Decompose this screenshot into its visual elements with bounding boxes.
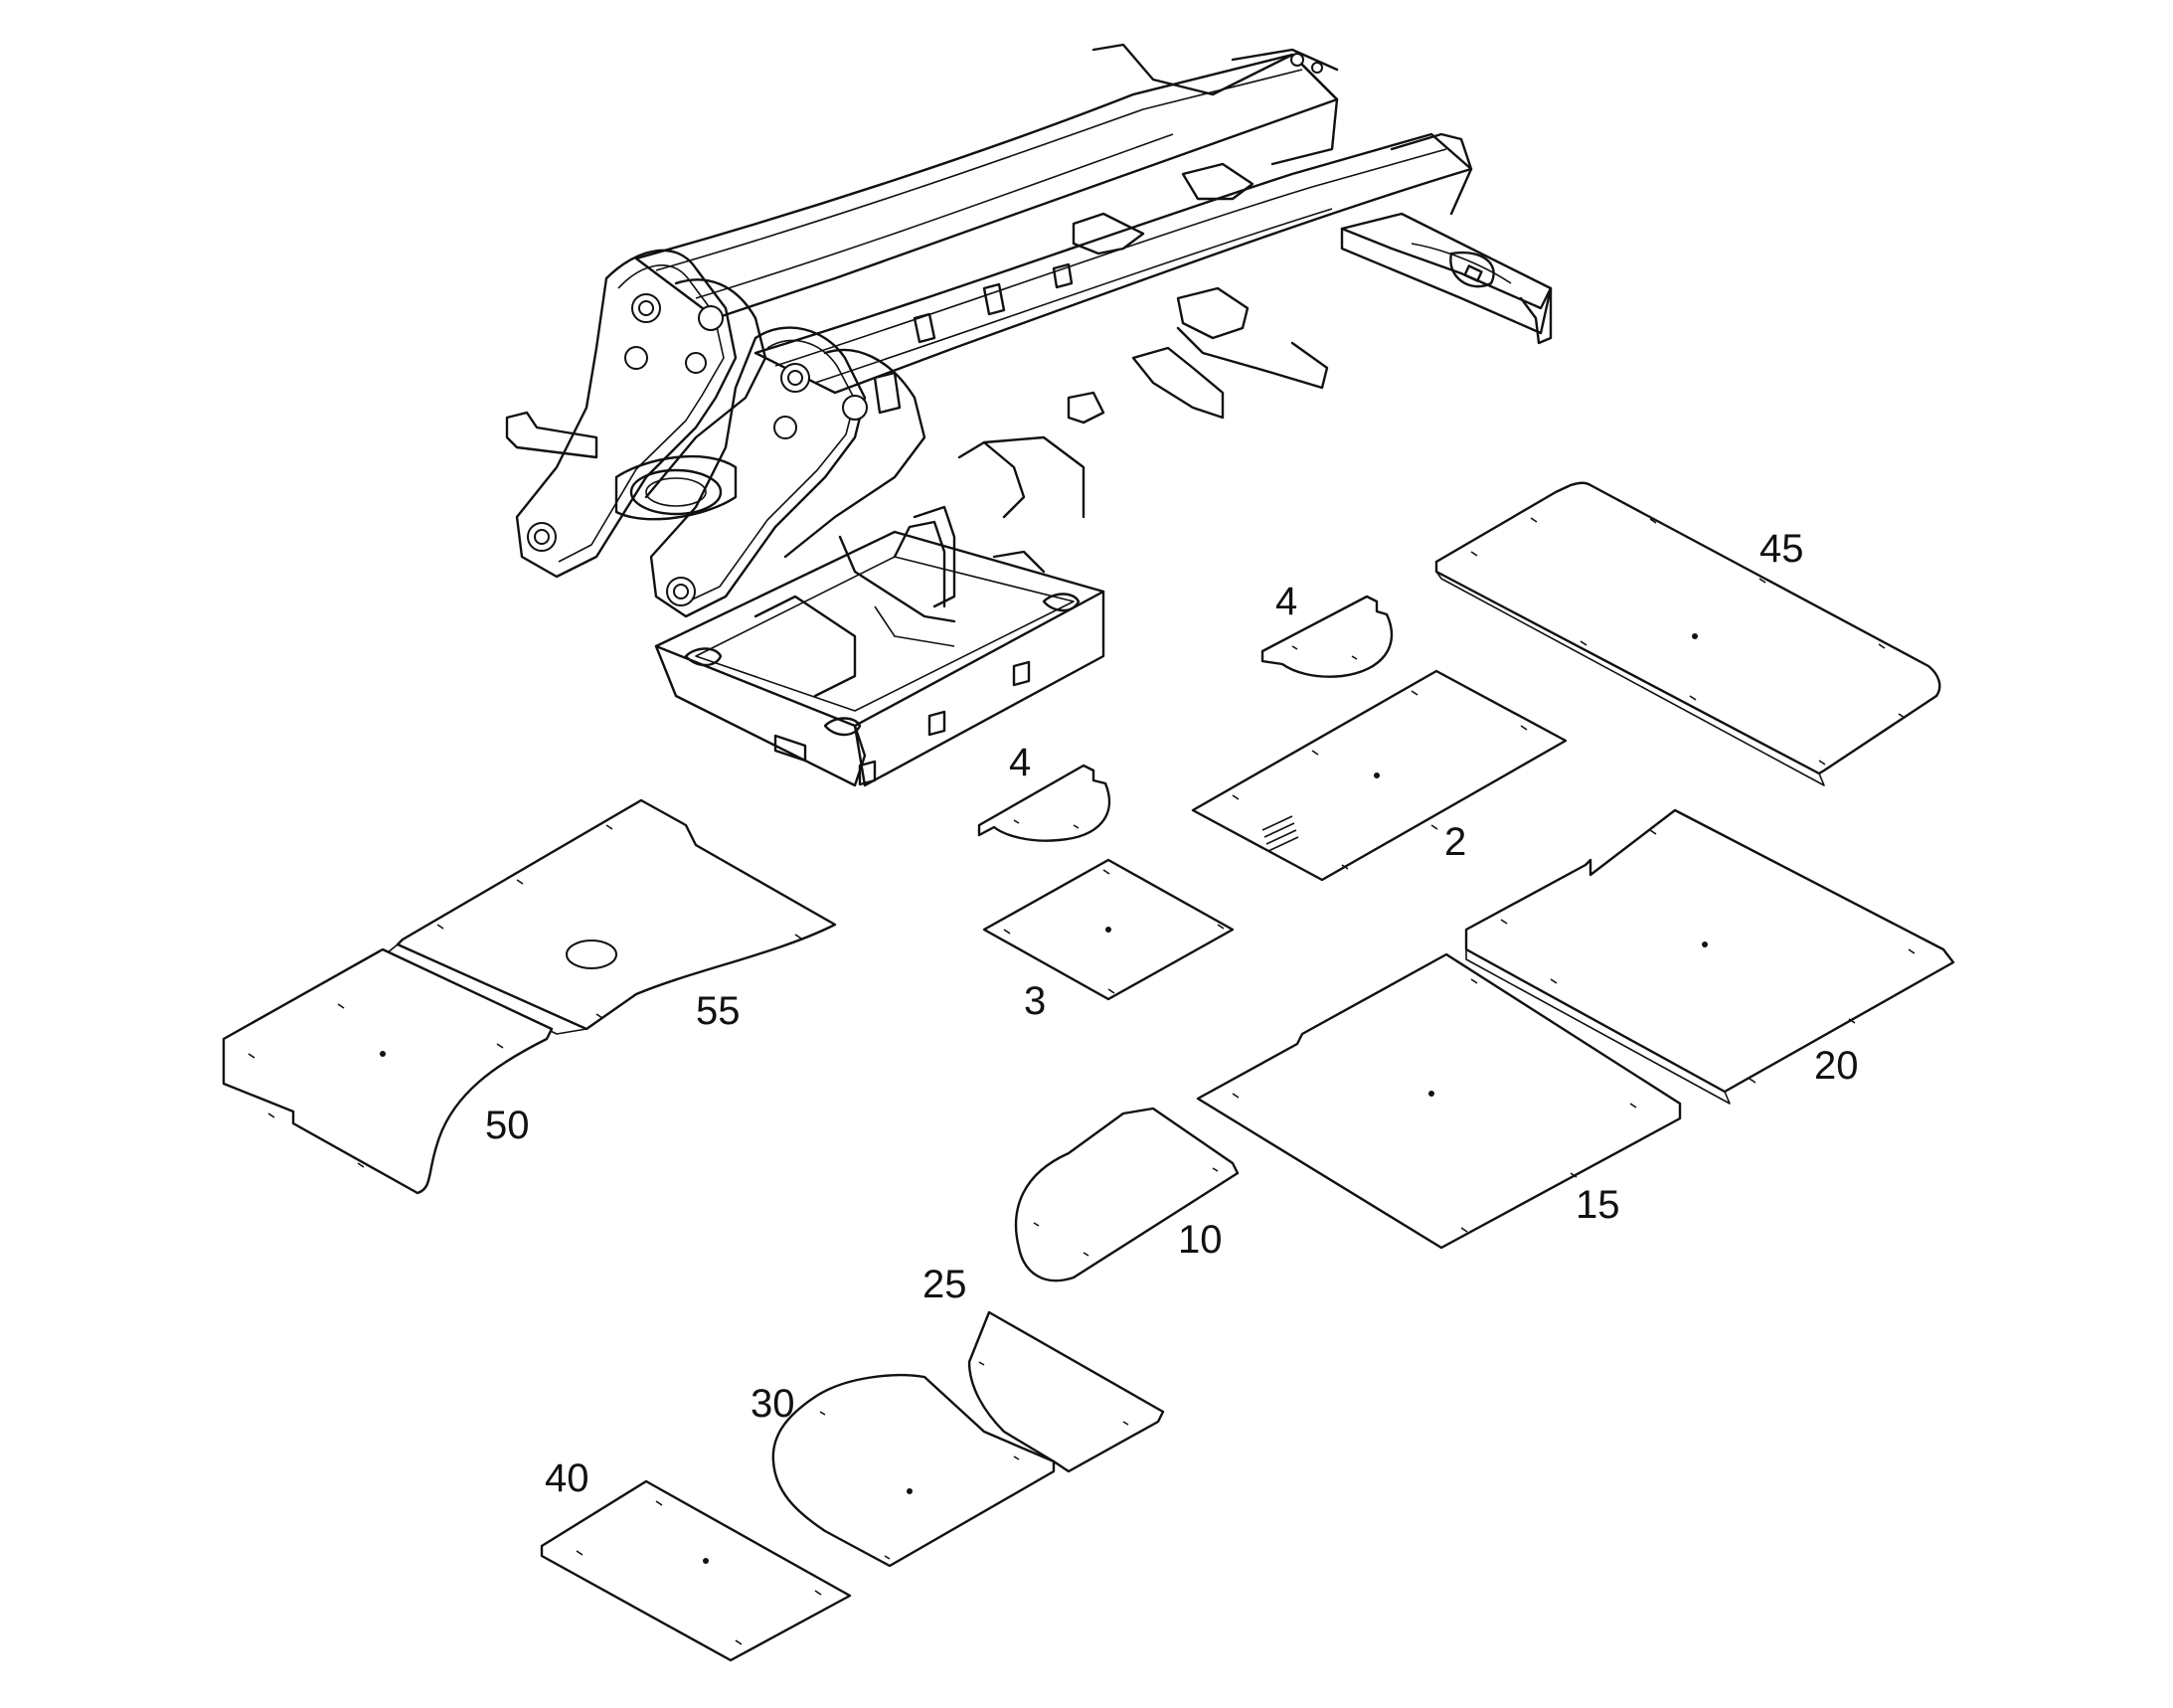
plate-2	[1191, 669, 1568, 882]
callout-4-lower: 4	[1009, 741, 1031, 784]
plate-20	[1464, 808, 1955, 1105]
plate-50	[222, 947, 554, 1195]
plate-25	[967, 1310, 1165, 1473]
callout-4-upper: 4	[1275, 580, 1297, 623]
callout-10: 10	[1178, 1218, 1223, 1262]
plate-55	[387, 798, 837, 1035]
callout-50: 50	[485, 1104, 530, 1147]
callout-25: 25	[922, 1263, 967, 1306]
plate-3	[982, 858, 1235, 1001]
plate-15	[1196, 952, 1682, 1250]
callout-40: 40	[545, 1456, 589, 1500]
callout-30: 30	[751, 1382, 795, 1426]
callout-20: 20	[1814, 1044, 1859, 1088]
callout-2: 2	[1444, 820, 1466, 864]
plate-40	[540, 1479, 852, 1662]
callout-3: 3	[1024, 979, 1046, 1023]
callout-15: 15	[1576, 1183, 1620, 1227]
callout-45: 45	[1759, 527, 1804, 571]
plate-4-upper	[1260, 595, 1394, 678]
chassis-frame	[505, 43, 1553, 787]
plate-30	[771, 1374, 1056, 1568]
callout-55: 55	[696, 989, 741, 1033]
plate-10	[1014, 1107, 1240, 1282]
plate-4-lower	[977, 764, 1111, 842]
plate-45	[1434, 481, 1941, 786]
